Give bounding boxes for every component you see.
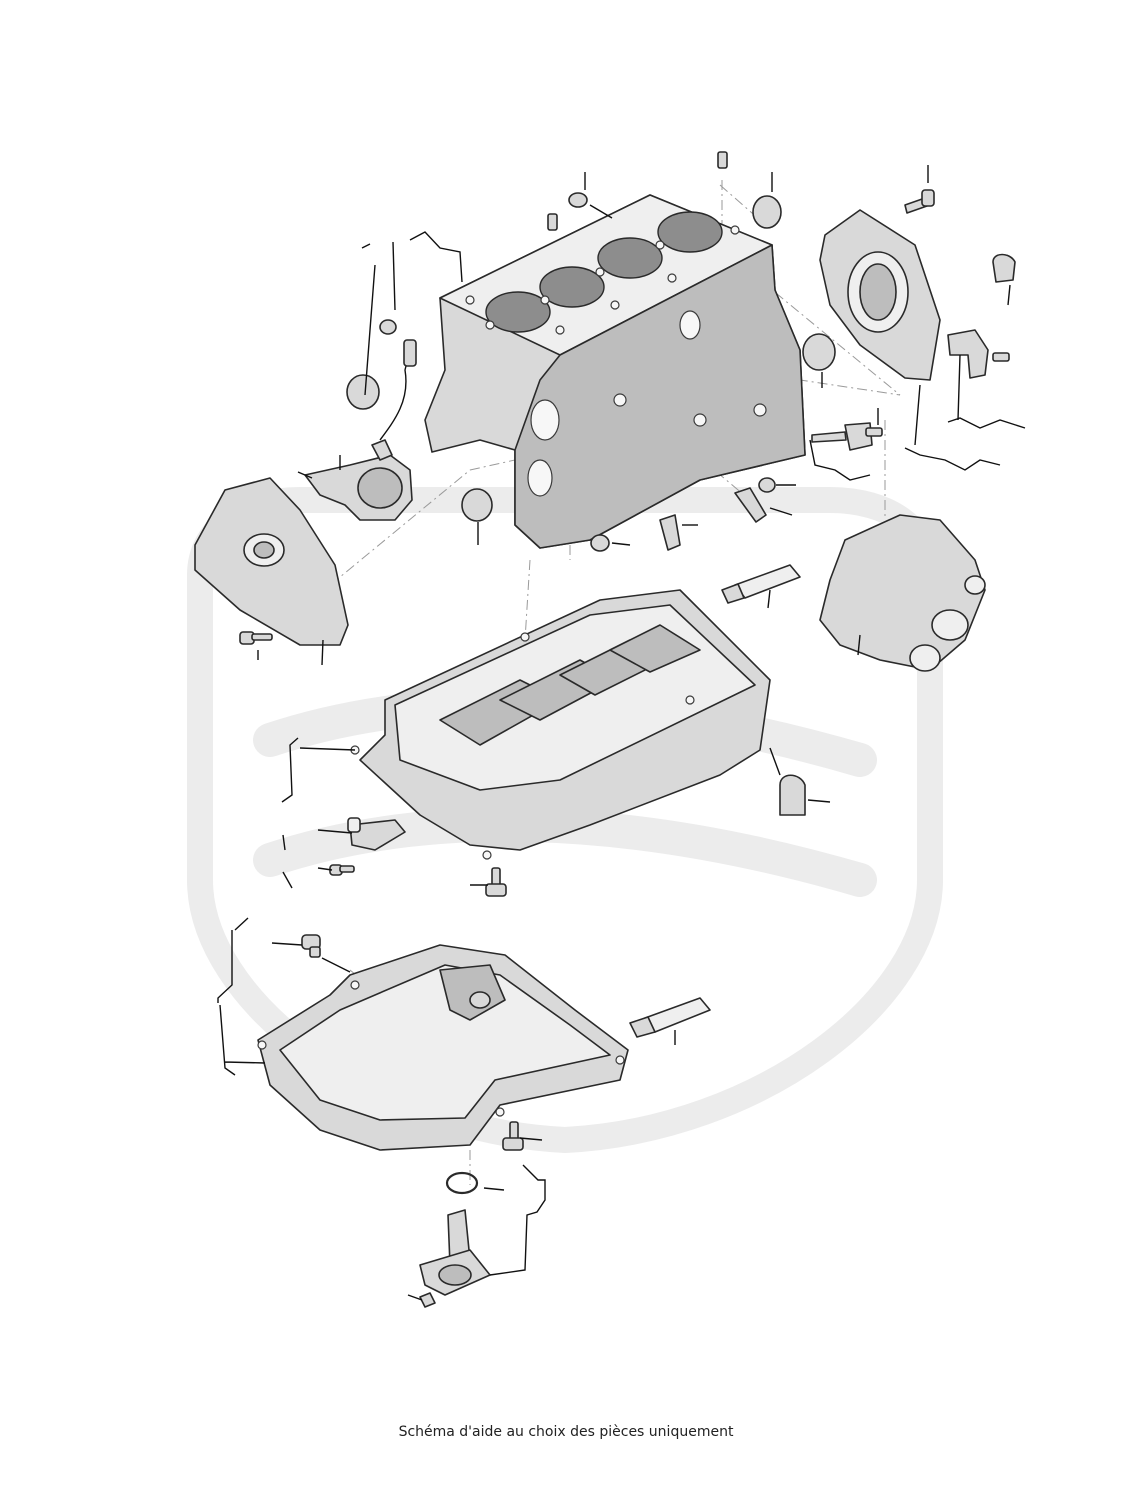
cylinder-head-dowel-pin[interactable] (717, 151, 728, 169)
oil-pan-bolt[interactable] (502, 1121, 524, 1151)
drain-plug[interactable] (301, 934, 321, 958)
core-plug-front[interactable] (461, 488, 493, 522)
speed-sensor[interactable] (947, 329, 989, 379)
rear-seal-flange[interactable] (819, 209, 941, 381)
crankcase-lower-section[interactable] (350, 589, 771, 860)
sensor-bolt[interactable] (865, 427, 883, 437)
plug-bottom[interactable] (590, 534, 610, 552)
oil-pan[interactable] (257, 944, 629, 1151)
core-plug-large[interactable] (752, 195, 782, 229)
sealant-tube-lower[interactable] (629, 997, 711, 1038)
coolant-thermostat-housing[interactable] (819, 514, 986, 672)
sealing-plug[interactable] (568, 192, 588, 208)
o-ring-seal[interactable] (445, 1171, 479, 1195)
core-plug-side[interactable] (802, 333, 836, 371)
oil-strainer[interactable] (779, 774, 806, 816)
crankcase-bolt[interactable] (485, 867, 507, 897)
knock-sensor-bracket[interactable] (659, 514, 681, 551)
leader-lines (217, 165, 1026, 1301)
sensor-nut[interactable] (419, 1292, 436, 1308)
vacuum-pump[interactable] (304, 339, 417, 521)
oil-pressure-switch[interactable] (734, 487, 767, 523)
oil-level-valve[interactable] (347, 817, 406, 851)
diagram-caption: Schéma d'aide au choix des pièces unique… (398, 1424, 734, 1440)
sensor-screw[interactable] (992, 352, 1010, 362)
rubber-cap[interactable] (992, 253, 1016, 283)
valve-bolt[interactable] (329, 864, 355, 876)
dowel-pin[interactable] (547, 213, 558, 231)
plug-right[interactable] (758, 477, 776, 493)
sealant-tube[interactable] (721, 564, 801, 604)
timing-case-cover[interactable] (194, 477, 349, 646)
flange-bolt[interactable] (904, 189, 935, 214)
engine-block[interactable] (424, 194, 806, 549)
small-seal-ring[interactable] (379, 319, 397, 335)
cover-bolt[interactable] (239, 631, 273, 645)
core-plug-left[interactable] (346, 374, 380, 410)
position-sensor[interactable] (811, 422, 873, 451)
oil-level-sensor[interactable] (419, 1209, 491, 1296)
